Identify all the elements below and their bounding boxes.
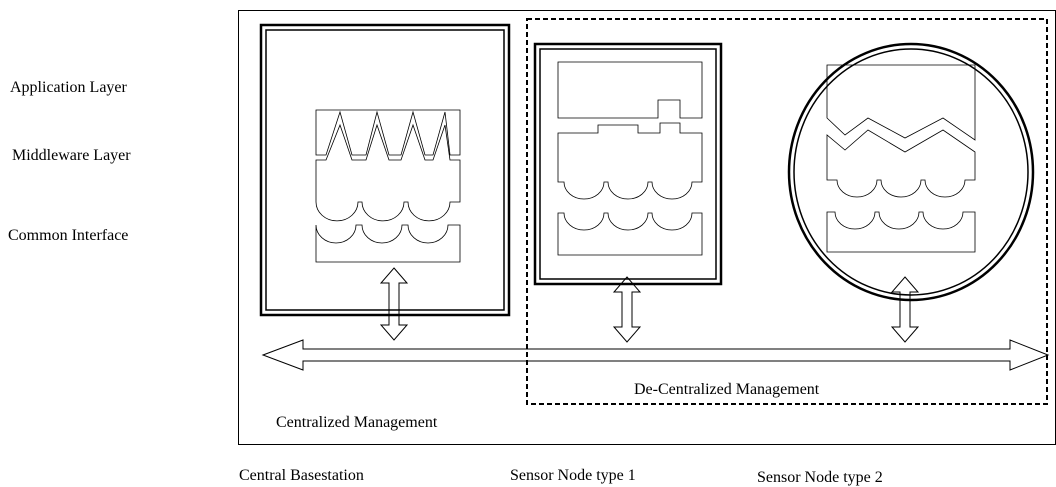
sensor2-vertical-arrow xyxy=(890,276,920,343)
outer-frame xyxy=(238,10,1056,445)
application-layer-label: Application Layer xyxy=(10,79,127,96)
centralized-management-label: Centralized Management xyxy=(276,414,438,431)
sensor-node-type-1-label: Sensor Node type 1 xyxy=(510,467,636,484)
sensor-node-type-2-label: Sensor Node type 2 xyxy=(757,469,883,486)
common-interface-label: Common Interface xyxy=(8,227,129,244)
sensor1-vertical-arrow xyxy=(612,276,642,343)
central-application-piece xyxy=(315,109,461,156)
sensor2-middleware-piece xyxy=(826,129,976,198)
sensor-node-1-box xyxy=(533,42,723,286)
communication-bus-arrow xyxy=(261,339,1050,371)
decentralized-management-label: De-Centralized Management xyxy=(634,381,820,398)
sensor2-interface-piece xyxy=(826,211,976,253)
sensor-node-2-circle xyxy=(787,42,1035,302)
sensor1-interface-piece xyxy=(557,212,703,256)
central-vertical-arrow xyxy=(379,267,409,341)
middleware-layer-label: Middleware Layer xyxy=(12,147,131,164)
central-middleware-piece xyxy=(315,123,461,222)
central-basestation-label: Central Basestation xyxy=(239,467,364,484)
decentralized-region xyxy=(526,18,1048,405)
central-basestation-box xyxy=(259,23,511,317)
central-interface-piece xyxy=(315,224,461,263)
sensor1-middleware-piece xyxy=(557,122,703,200)
sensor2-application-piece xyxy=(826,64,976,141)
sensor1-application-piece xyxy=(557,61,703,119)
